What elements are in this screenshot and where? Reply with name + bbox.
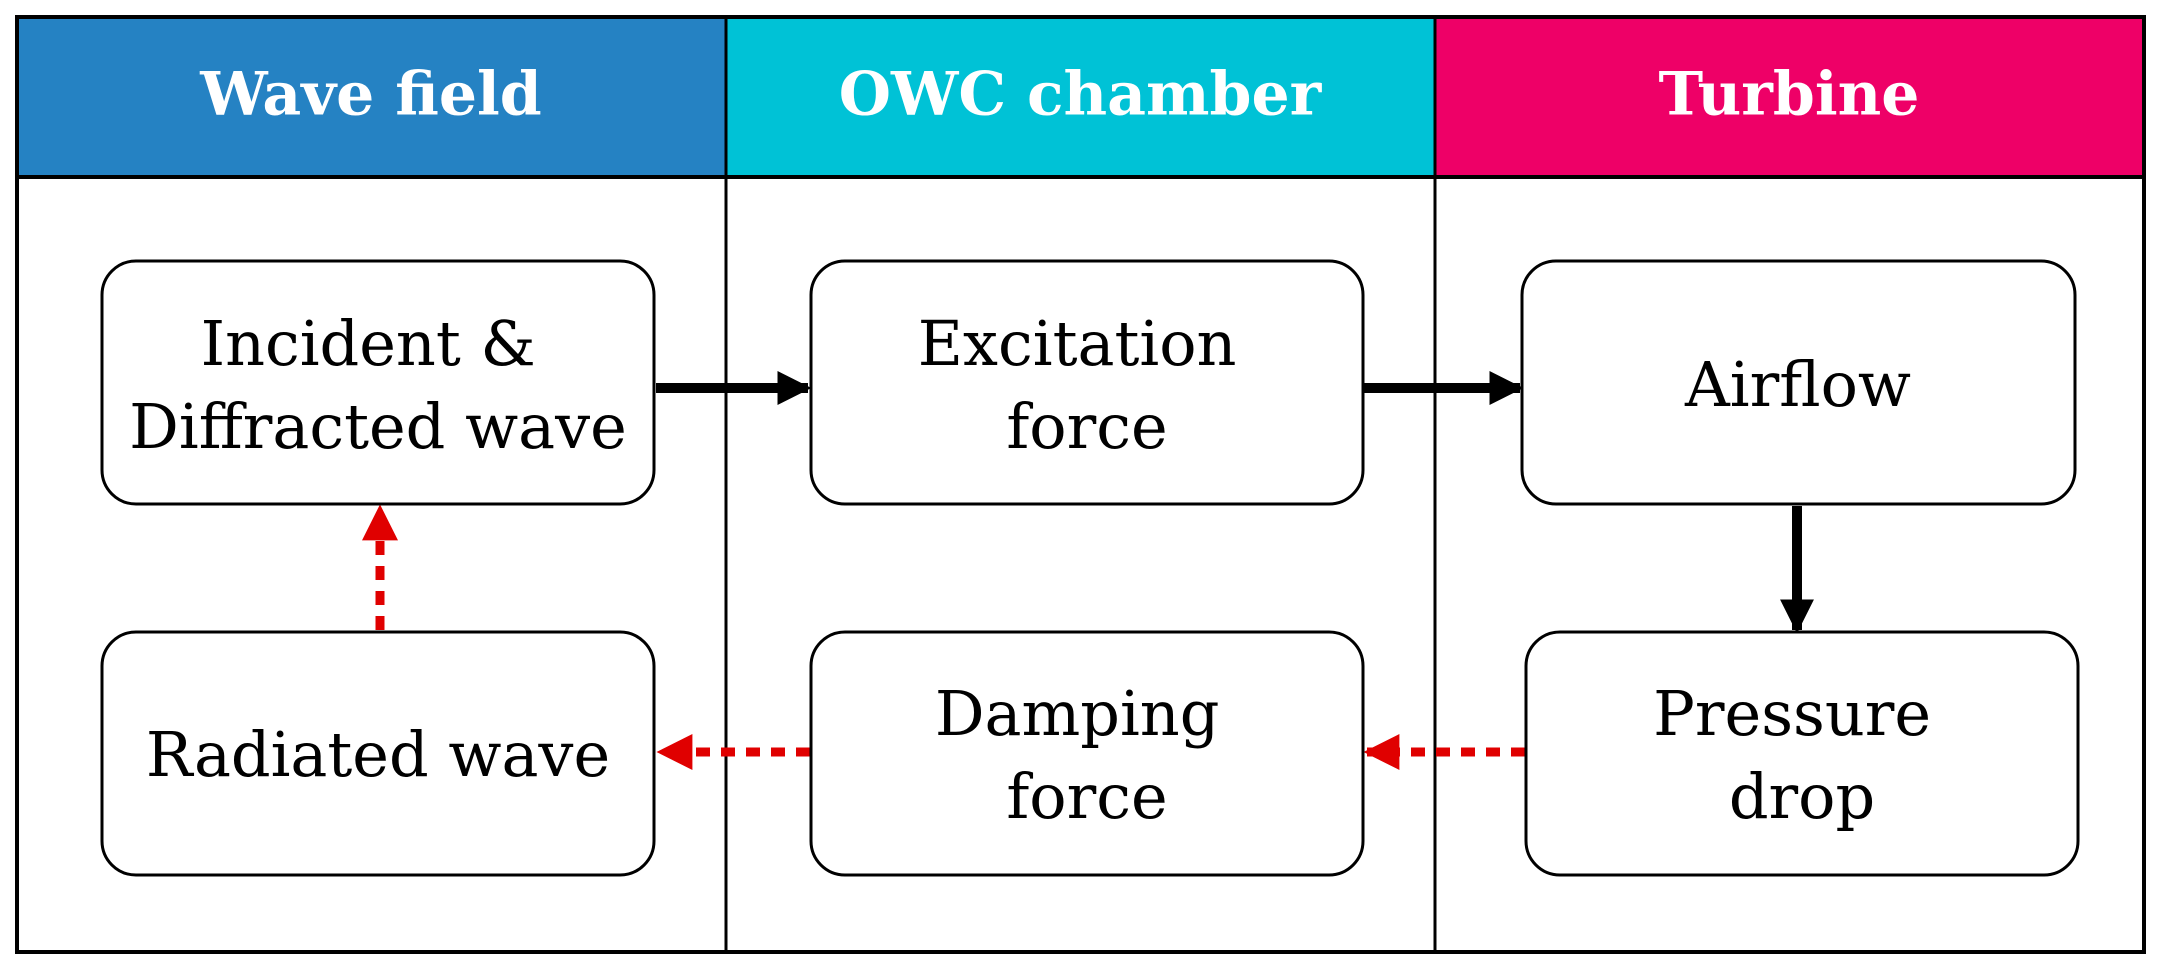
label-damping-line2: force bbox=[1006, 760, 1167, 833]
box-incident-diffracted bbox=[100, 259, 656, 506]
header-wave-field: Wave field bbox=[199, 60, 542, 130]
box-pressure-drop bbox=[1524, 630, 2080, 877]
label-incident-line1: Incident & bbox=[201, 307, 536, 380]
box-damping-force bbox=[809, 630, 1365, 877]
label-damping-force: Damping force bbox=[935, 677, 1239, 833]
label-radiated-wave: Radiated wave bbox=[146, 718, 610, 791]
label-incident-diffracted: Incident & Diffracted wave bbox=[129, 307, 627, 463]
header-turbine: Turbine bbox=[1659, 60, 1920, 130]
label-excitation-force: Excitation force bbox=[918, 307, 1256, 463]
label-excitation-line1: Excitation bbox=[918, 307, 1237, 380]
header-bg-owc-chamber bbox=[726, 17, 1435, 177]
header-owc-chamber: OWC chamber bbox=[839, 60, 1323, 130]
label-radiated-line1: Radiated wave bbox=[146, 718, 610, 791]
box-radiated-wave bbox=[100, 630, 656, 877]
label-pressure-line2: drop bbox=[1729, 760, 1875, 833]
label-damping-line1: Damping bbox=[935, 677, 1220, 750]
header-bg-turbine bbox=[1435, 17, 2144, 177]
diagram-frame bbox=[15, 15, 2146, 954]
label-excitation-line2: force bbox=[1006, 390, 1167, 463]
label-airflow: Airflow bbox=[1684, 348, 1911, 421]
box-airflow bbox=[1520, 259, 2077, 506]
label-airflow-line1: Airflow bbox=[1684, 348, 1911, 421]
label-pressure-line1: Pressure bbox=[1653, 677, 1931, 750]
header-bg-wave-field bbox=[17, 17, 726, 177]
label-incident-line2: Diffracted wave bbox=[129, 390, 627, 463]
box-excitation-force bbox=[809, 259, 1365, 506]
label-pressure-drop: Pressure drop bbox=[1653, 677, 1951, 833]
